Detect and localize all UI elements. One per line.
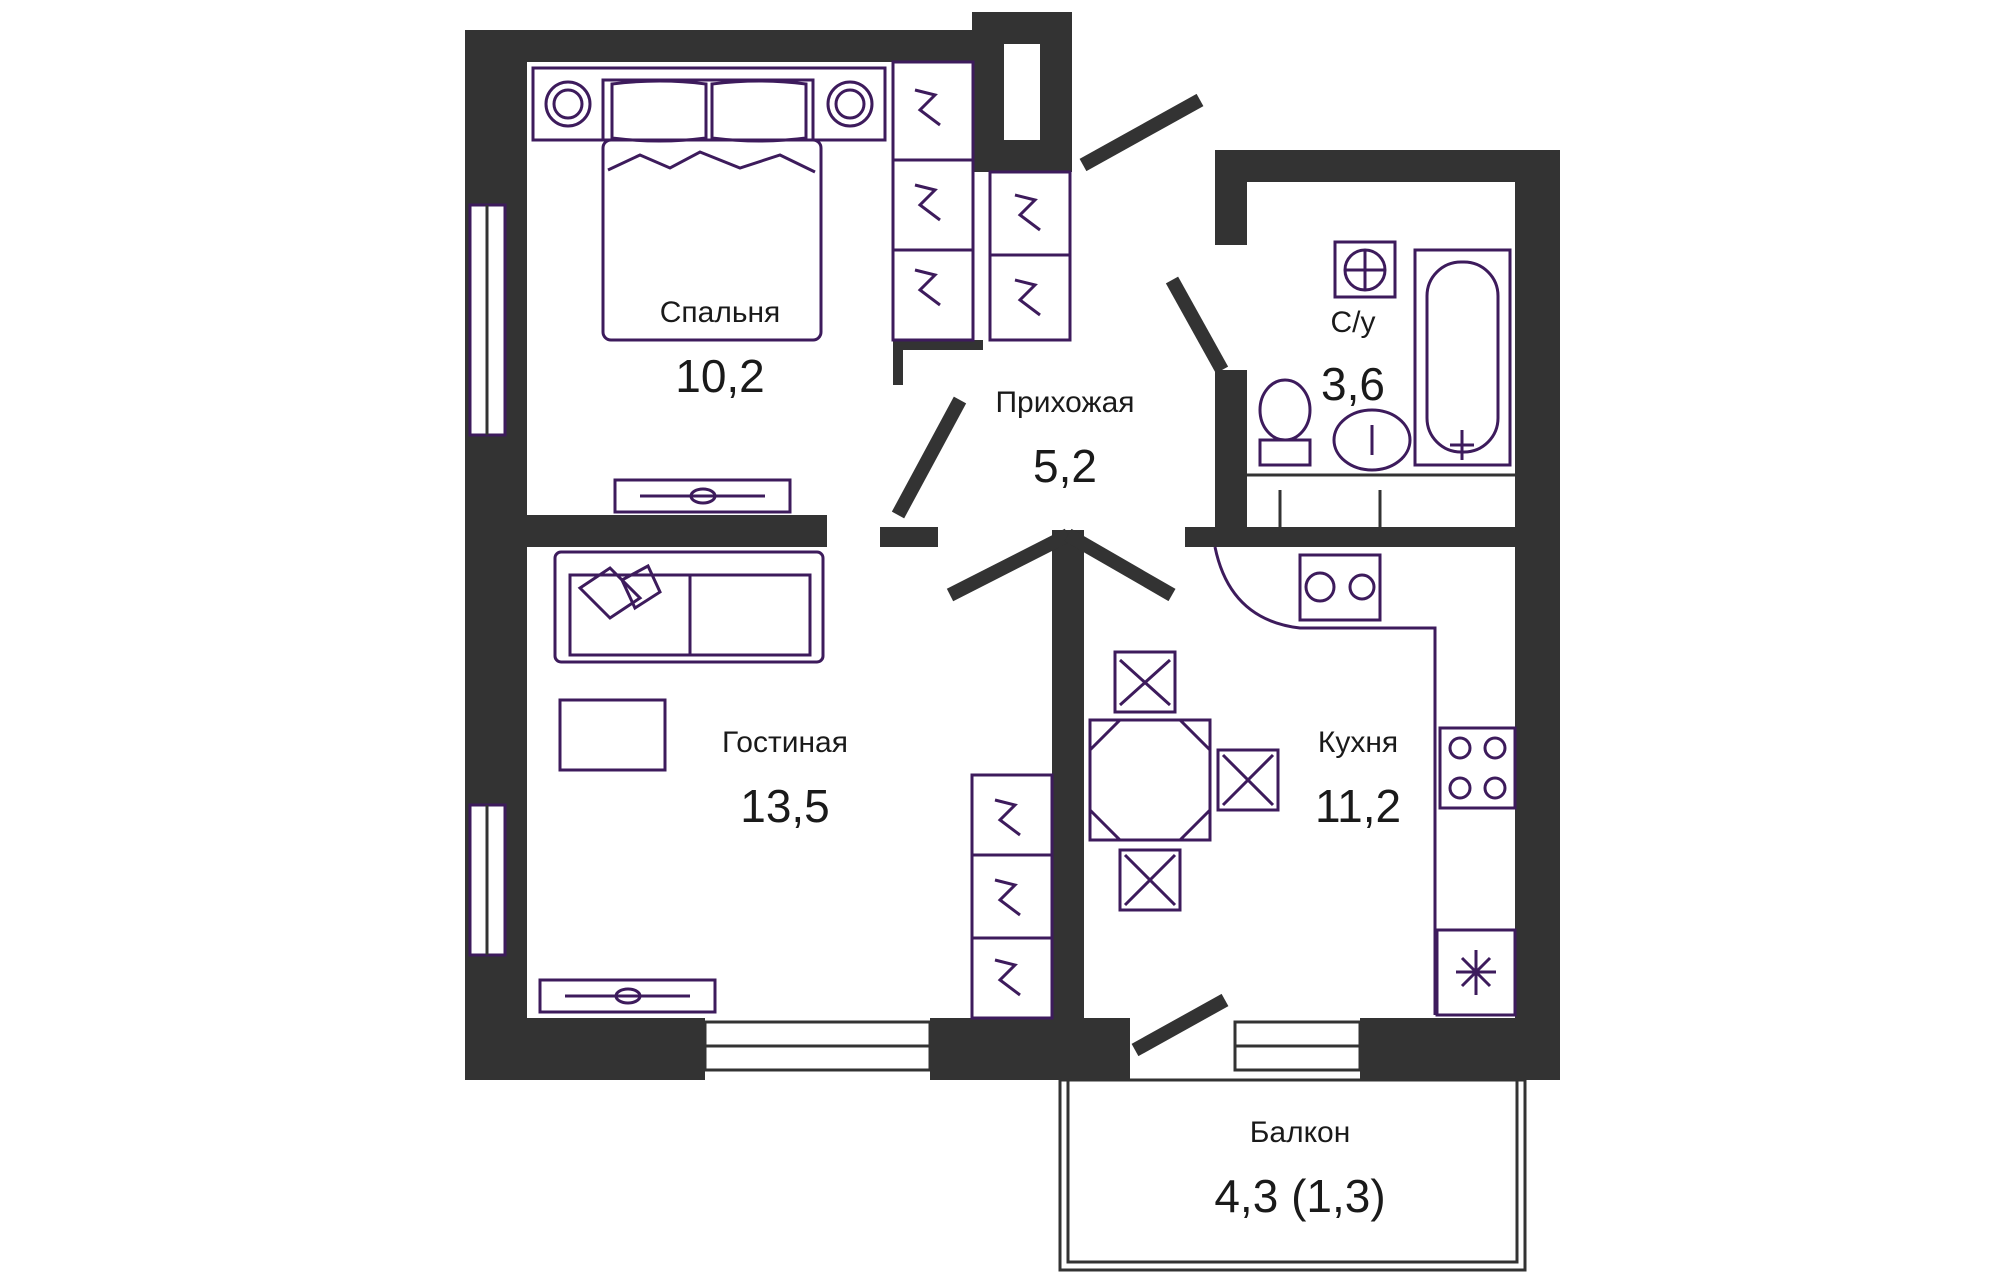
tv-icon xyxy=(613,478,792,514)
wall-bath-top xyxy=(1215,150,1560,182)
wall-bath-left xyxy=(1215,150,1247,245)
windows xyxy=(468,203,1362,1072)
wall-bottom-mid xyxy=(930,1018,1130,1080)
walls xyxy=(465,12,1560,1080)
wall-bottom-left xyxy=(465,1018,705,1080)
room-name: С/у xyxy=(1331,306,1376,339)
room-area: 11,2 xyxy=(1315,780,1401,832)
sofa-icon xyxy=(553,550,825,664)
tv-icon xyxy=(538,978,717,1014)
room-label-hallway: Прихожая 5,2 xyxy=(995,386,1134,492)
bath-shelf xyxy=(1247,473,1515,527)
kitchen-counter xyxy=(1213,546,1437,1015)
wall-top xyxy=(465,30,995,62)
wall-wardrobe xyxy=(893,340,983,350)
door-bedroom xyxy=(891,396,967,519)
stove-icon xyxy=(1438,726,1517,810)
room-area: 3,6 xyxy=(1321,358,1385,410)
wall-right xyxy=(1515,150,1560,1080)
table-icon xyxy=(558,698,667,772)
wardrobe-icon xyxy=(891,60,1072,342)
room-label-kitchen: Кухня 11,2 xyxy=(1315,726,1401,832)
room-name: Спальня xyxy=(660,296,781,329)
room-label-balcony: Балкон 4,3 (1,3) xyxy=(1214,1116,1385,1222)
fridge-icon xyxy=(1435,928,1517,1017)
room-name: Кухня xyxy=(1318,726,1398,759)
sink-icon xyxy=(1298,553,1382,622)
room-label-living: Гостиная 13,5 xyxy=(722,726,848,832)
sink-icon xyxy=(1332,408,1412,472)
wall-bath-bottom xyxy=(1185,527,1560,547)
room-area: 10,2 xyxy=(675,350,765,402)
wall-wardrobe-v xyxy=(893,340,903,385)
table-icon xyxy=(1088,718,1212,842)
room-area: 4,3 (1,3) xyxy=(1214,1170,1385,1222)
wardrobe-icon xyxy=(970,773,1054,1020)
door-living xyxy=(946,528,1072,602)
toilet-icon xyxy=(1258,378,1312,467)
door-entry xyxy=(1079,93,1204,172)
room-label-bathroom: С/у 3,6 xyxy=(1321,306,1385,410)
wall-center xyxy=(1052,530,1084,1075)
room-area: 5,2 xyxy=(1033,440,1097,492)
wall-bed-living-2 xyxy=(880,527,938,547)
door-kitchen xyxy=(1064,528,1176,602)
washing-machine-icon xyxy=(1333,240,1397,299)
wall-bed-living xyxy=(527,515,827,547)
wall-pillar-3 xyxy=(1040,12,1072,142)
chair-icon xyxy=(1113,650,1280,912)
room-name: Балкон xyxy=(1250,1116,1351,1149)
room-area: 13,5 xyxy=(740,780,830,832)
wall-bottom-right xyxy=(1360,1018,1560,1080)
wall-bath-left-2 xyxy=(1215,370,1247,545)
door-bathroom xyxy=(1165,276,1229,374)
balcony-outline xyxy=(1058,1078,1527,1272)
door-balcony xyxy=(1131,993,1229,1057)
bed-icon xyxy=(531,66,887,342)
wall-pillar-4 xyxy=(972,140,1072,172)
room-name: Гостиная xyxy=(722,726,848,759)
bathtub-icon xyxy=(1413,248,1512,467)
doors xyxy=(891,93,1229,1057)
room-name: Прихожая xyxy=(995,386,1134,419)
room-label-bedroom: Спальня 10,2 xyxy=(660,296,781,402)
